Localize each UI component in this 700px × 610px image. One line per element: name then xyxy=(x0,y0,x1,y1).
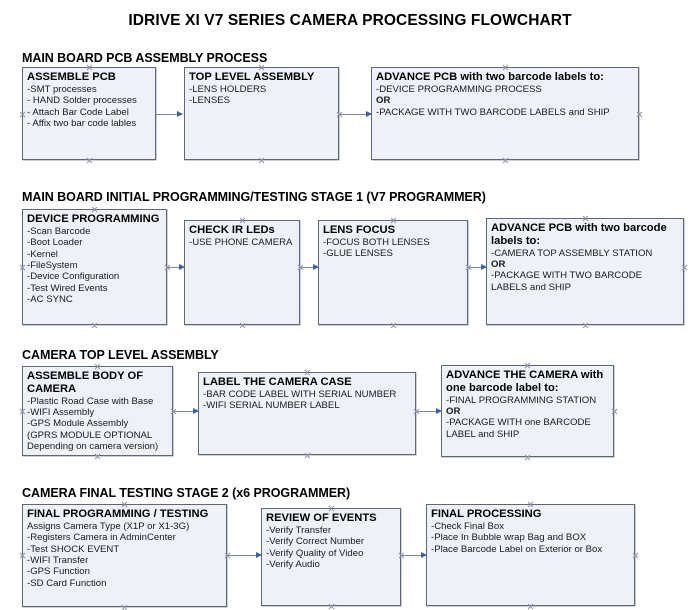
node-title: FINAL PROCESSING xyxy=(431,508,542,520)
node-line: -Verify Audio xyxy=(266,559,320,571)
node-advance-pcb-two-barcode-labels[interactable]: ADVANCE PCB with two barcode labels to: … xyxy=(371,67,639,160)
section-heading-camera-top-level-assembly: CAMERA TOP LEVEL ASSEMBLY xyxy=(22,348,219,362)
arrowhead-icon xyxy=(313,264,319,270)
node-line: OR xyxy=(491,259,506,270)
node-line: -PACKAGE WITH one BARCODE LABEL and SHIP xyxy=(446,417,591,440)
node-title: DEVICE PROGRAMMING xyxy=(27,213,160,225)
node-line: -PACKAGE WITH TWO BARCODE LABELS and SHI… xyxy=(376,106,610,118)
node-line: -FINAL PROGRAMMING STATION xyxy=(446,394,597,406)
arrowhead-icon xyxy=(366,111,372,117)
node-title: ADVANCE PCB with two barcode labels to: xyxy=(491,222,667,247)
node-line: -LENSES xyxy=(189,95,231,107)
node-lens-focus[interactable]: LENS FOCUS -FOCUS BOTH LENSES -GLUE LENS… xyxy=(318,220,468,325)
node-line: -WIFI Transfer xyxy=(27,555,89,567)
node-line: -Check Final Box xyxy=(431,520,505,532)
node-advance-the-camera-one-barcode-label[interactable]: ADVANCE THE CAMERA with one barcode labe… xyxy=(441,365,614,457)
connector-device-programming-to-check-ir-leds xyxy=(168,264,185,270)
node-line: Assigns Camera Type (X1P or X1-3G) xyxy=(27,520,190,532)
node-line: - HAND Solder processes xyxy=(27,95,137,107)
node-title: ASSEMBLE PCB xyxy=(27,71,116,83)
connector-final-programming-to-review-of-events xyxy=(228,552,262,558)
node-line: OR xyxy=(446,406,461,417)
connector-assemble-body-to-label-camera-case xyxy=(174,408,199,414)
node-line: -CAMERA TOP ASSEMBLY STATION xyxy=(491,247,653,259)
node-line: -Device Configuration xyxy=(27,271,120,283)
node-line: Depending on camera version) xyxy=(27,441,159,453)
connector-label-camera-case-to-advance-camera xyxy=(417,408,442,414)
node-line: -Registers Camera in AdminCenter xyxy=(27,532,176,544)
node-advance-pcb-camera-top-assembly[interactable]: ADVANCE PCB with two barcode labels to: … xyxy=(486,218,684,325)
arrowhead-icon xyxy=(256,552,262,558)
section-heading-main-board-pcb-assembly-process: MAIN BOARD PCB ASSEMBLY PROCESS xyxy=(22,51,268,65)
node-line: -DEVICE PROGRAMMING PROCESS xyxy=(376,83,542,95)
connector-check-ir-leds-to-lens-focus xyxy=(301,264,319,270)
section-heading-main-board-initial-programming-testing-stage-1: MAIN BOARD INITIAL PROGRAMMING/TESTING S… xyxy=(22,190,486,204)
node-title: LABEL THE CAMERA CASE xyxy=(203,376,352,388)
node-line: -Plastic Road Case with Base xyxy=(27,395,154,407)
node-line: OR xyxy=(376,95,391,107)
node-line: -Verify Correct Number xyxy=(266,536,365,548)
node-top-level-assembly[interactable]: TOP LEVEL ASSEMBLY -LENS HOLDERS -LENSES xyxy=(184,67,339,160)
node-line: -PACKAGE WITH TWO BARCODE LABELS and SHI… xyxy=(491,270,643,293)
section-heading-camera-final-testing-stage-2: CAMERA FINAL TESTING STAGE 2 (x6 PROGRAM… xyxy=(22,486,351,500)
arrowhead-icon xyxy=(177,111,183,117)
node-line: (GPRS MODULE OPTIONAL xyxy=(27,429,153,441)
node-line: -FOCUS BOTH LENSES xyxy=(323,236,430,248)
node-title: FINAL PROGRAMMING / TESTING xyxy=(27,508,209,520)
node-line: -BAR CODE LABEL WITH SERIAL NUMBER xyxy=(203,388,397,400)
node-label-the-camera-case[interactable]: LABEL THE CAMERA CASE -BAR CODE LABEL WI… xyxy=(198,372,416,455)
node-final-programming-testing[interactable]: FINAL PROGRAMMING / TESTING Assigns Came… xyxy=(22,504,227,607)
node-line: -AC SYNC xyxy=(27,294,73,306)
node-line: -WIFI SERIAL NUMBER LABEL xyxy=(203,400,340,412)
node-title: ASSEMBLE BODY OF CAMERA xyxy=(27,370,144,395)
arrowhead-icon xyxy=(481,264,487,270)
node-title: ADVANCE THE CAMERA with one barcode labe… xyxy=(446,369,604,394)
connector-top-level-assembly-to-advance-pcb xyxy=(340,111,372,117)
node-line: -WIFI Assembly xyxy=(27,407,95,418)
page-title: IDRIVE XI V7 SERIES CAMERA PROCESSING FL… xyxy=(128,12,572,29)
node-line: -FileSystem xyxy=(27,260,78,272)
node-review-of-events[interactable]: REVIEW OF EVENTS -Verify Transfer -Verif… xyxy=(261,508,401,606)
node-line: -GLUE LENSES xyxy=(323,248,393,260)
node-title: LENS FOCUS xyxy=(323,224,396,236)
arrowhead-icon xyxy=(421,552,427,558)
node-line: -Test Wired Events xyxy=(27,282,108,294)
node-title: TOP LEVEL ASSEMBLY xyxy=(189,71,315,83)
node-line: -Verify Quality of Video xyxy=(266,547,364,559)
arrowhead-icon xyxy=(193,408,199,414)
node-line: -LENS HOLDERS xyxy=(189,83,267,95)
node-line: - Attach Bar Code Label xyxy=(27,106,129,118)
node-line: -SMT processes xyxy=(27,83,97,95)
node-line: -SD Card Function xyxy=(27,577,107,589)
node-title: ADVANCE PCB with two barcode labels to: xyxy=(376,71,604,83)
node-line: -Place In Bubble wrap Bag and BOX xyxy=(431,532,587,544)
node-assemble-pcb[interactable]: ASSEMBLE PCB -SMT processes - HAND Solde… xyxy=(22,67,156,160)
node-line: - Affix two bar code lables xyxy=(27,118,137,130)
node-title: CHECK IR LEDs xyxy=(189,224,275,236)
arrowhead-icon xyxy=(436,408,442,414)
node-check-ir-leds[interactable]: CHECK IR LEDs -USE PHONE CAMERA xyxy=(184,220,300,325)
arrowhead-icon xyxy=(179,264,185,270)
node-line: -Test SHOCK EVENT xyxy=(27,543,120,555)
connector-review-of-events-to-final-processing xyxy=(402,552,427,558)
connector-assemble-pcb-to-top-level-assembly xyxy=(156,111,183,117)
node-line: -Kernel xyxy=(27,248,58,260)
node-line: -GPS Function xyxy=(27,566,90,578)
connector-lens-focus-to-advance-pcb xyxy=(469,264,487,270)
node-device-programming[interactable]: DEVICE PROGRAMMING -Scan Barcode -Boot L… xyxy=(22,209,167,325)
node-line: -USE PHONE CAMERA xyxy=(189,236,293,248)
node-final-processing[interactable]: FINAL PROCESSING -Check Final Box -Place… xyxy=(426,504,635,606)
node-title: REVIEW OF EVENTS xyxy=(266,512,377,524)
node-line: -Scan Barcode xyxy=(27,225,91,237)
node-line: -Boot Loader xyxy=(27,237,83,249)
node-line: -Place Barcode Label on Exterior or Box xyxy=(431,543,603,555)
node-line: -GPS Module Assembly xyxy=(27,418,129,430)
node-line: -Verify Transfer xyxy=(266,524,332,536)
node-assemble-body-of-camera[interactable]: ASSEMBLE BODY OF CAMERA -Plastic Road Ca… xyxy=(22,366,173,456)
